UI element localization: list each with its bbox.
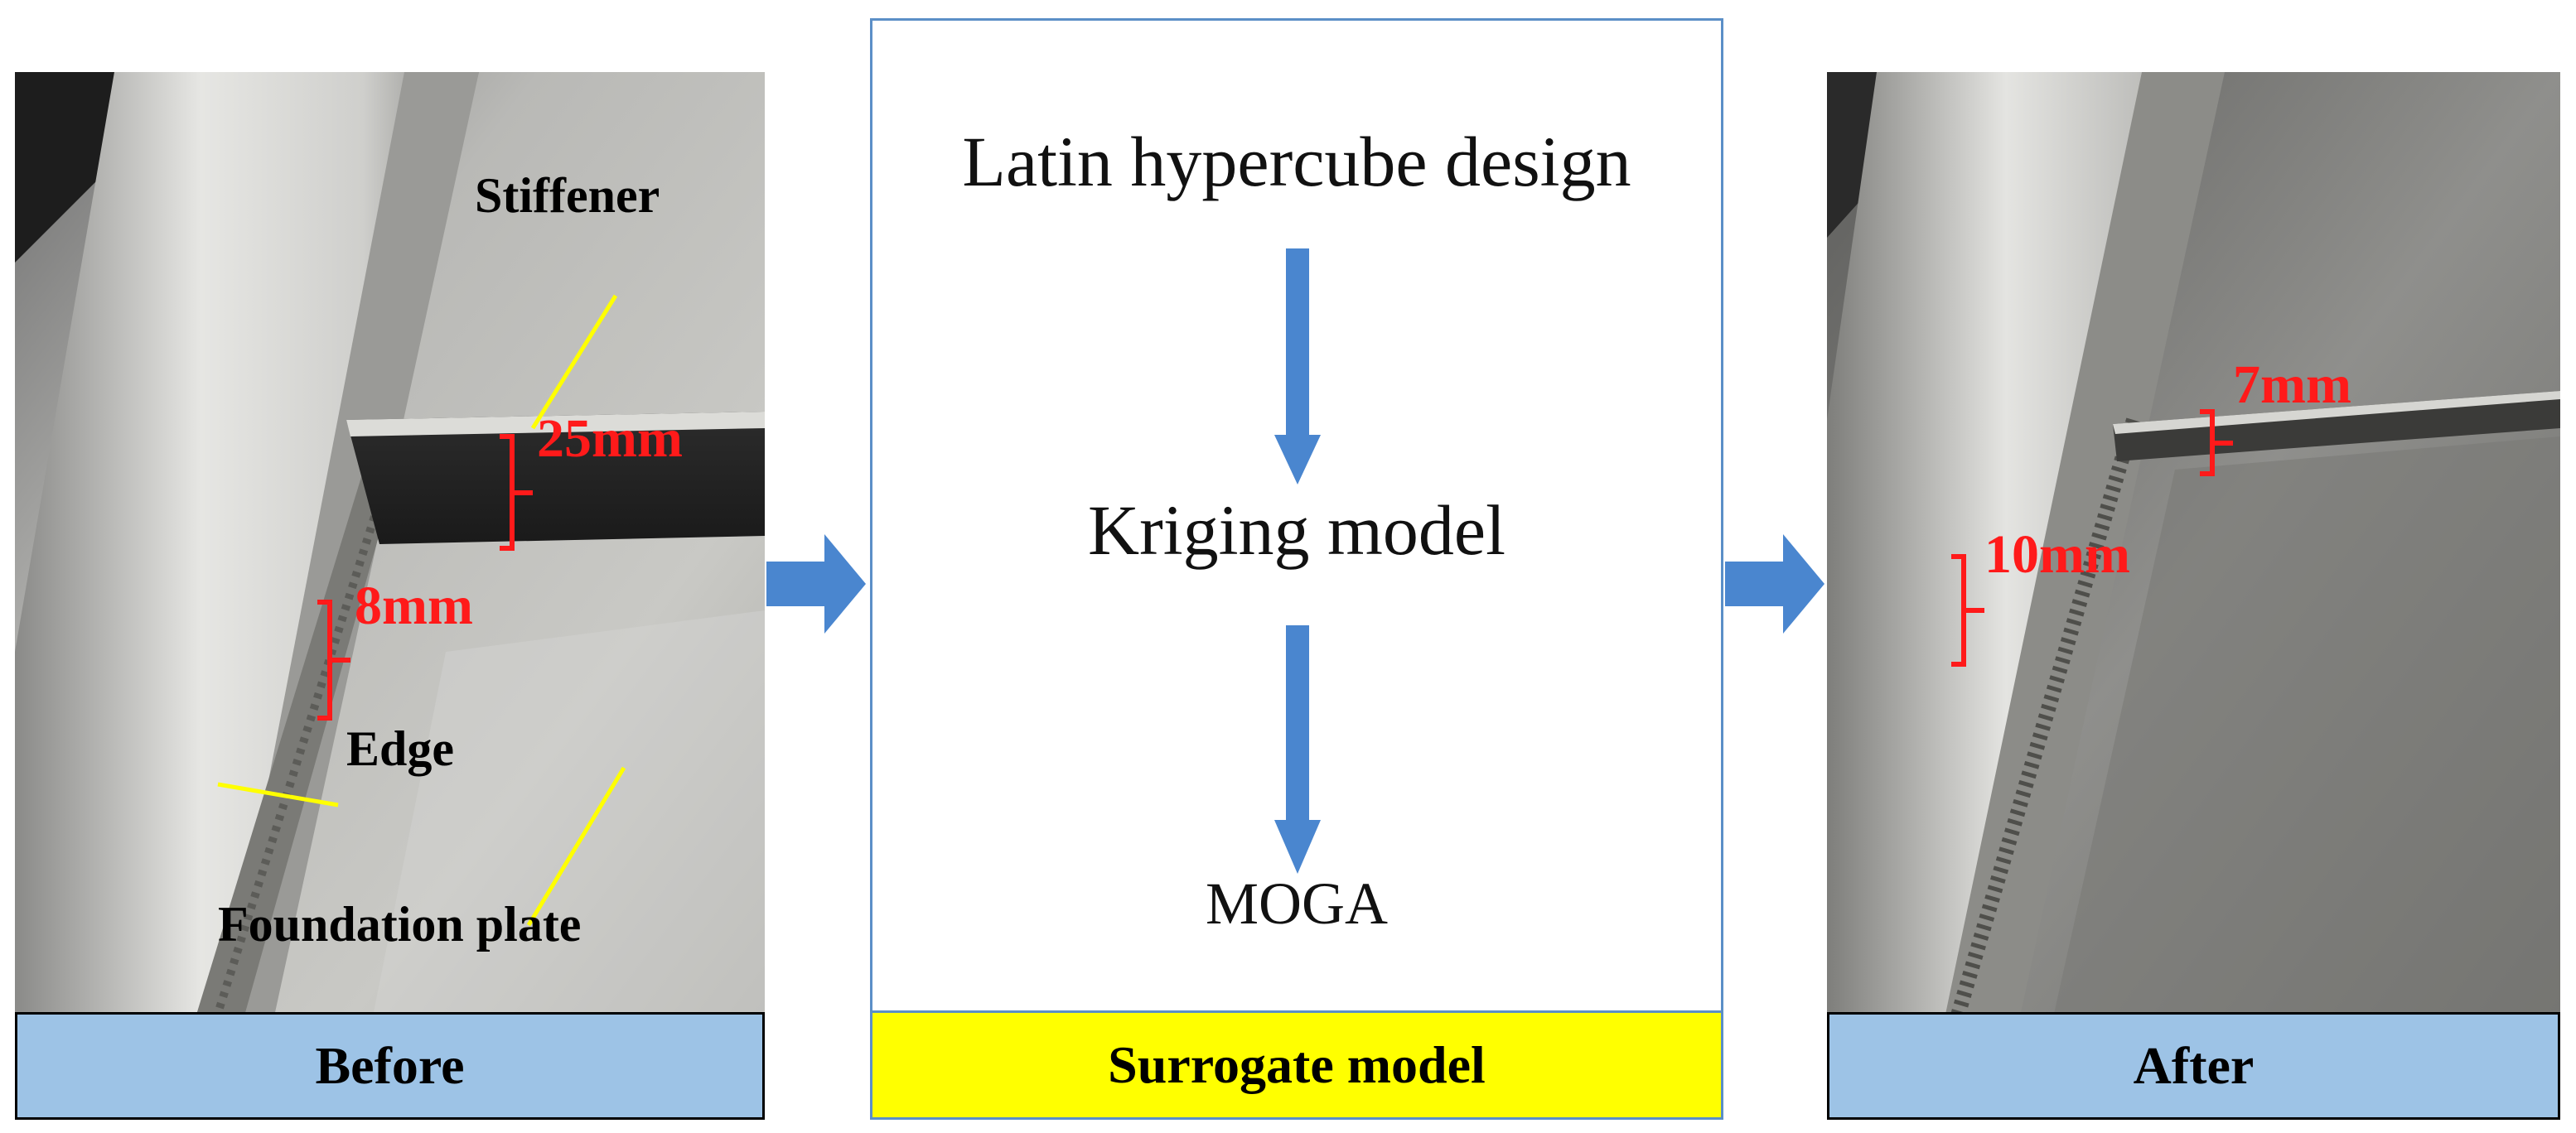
- surrogate-caption: Surrogate model: [872, 1010, 1721, 1117]
- edge-width-before-label: 8mm: [355, 576, 473, 636]
- before-photo: [15, 72, 765, 1068]
- stiffener-height-after-label: 7mm: [2233, 354, 2351, 415]
- after-panel: 7mm 10mm After: [1827, 18, 2560, 1120]
- step-kriging-model: Kriging model: [1088, 490, 1505, 570]
- edge-label: Edge: [346, 721, 455, 776]
- step-moga: MOGA: [1205, 870, 1388, 937]
- foundation-plate-label: Foundation plate: [218, 897, 582, 952]
- after-caption: After: [1827, 1012, 2560, 1120]
- surrogate-panel: Latin hypercube design Kriging model MOG…: [870, 18, 1723, 1120]
- flow-arrow-right: [1725, 534, 1824, 634]
- stiffener-height-before-label: 25mm: [537, 408, 683, 469]
- before-caption: Before: [15, 1012, 765, 1120]
- edge-width-after-label: 10mm: [1984, 524, 2130, 585]
- step-latin-hypercube: Latin hypercube design: [962, 122, 1631, 201]
- before-panel: Stiffener 25mm 8mm Edge Foundation plate…: [15, 18, 765, 1120]
- down-arrow-2: [1274, 625, 1321, 874]
- stiffener-label: Stiffener: [475, 168, 660, 223]
- after-photo: [1827, 72, 2560, 1068]
- down-arrow-1: [1274, 248, 1321, 485]
- flow-arrow-left: [766, 534, 866, 634]
